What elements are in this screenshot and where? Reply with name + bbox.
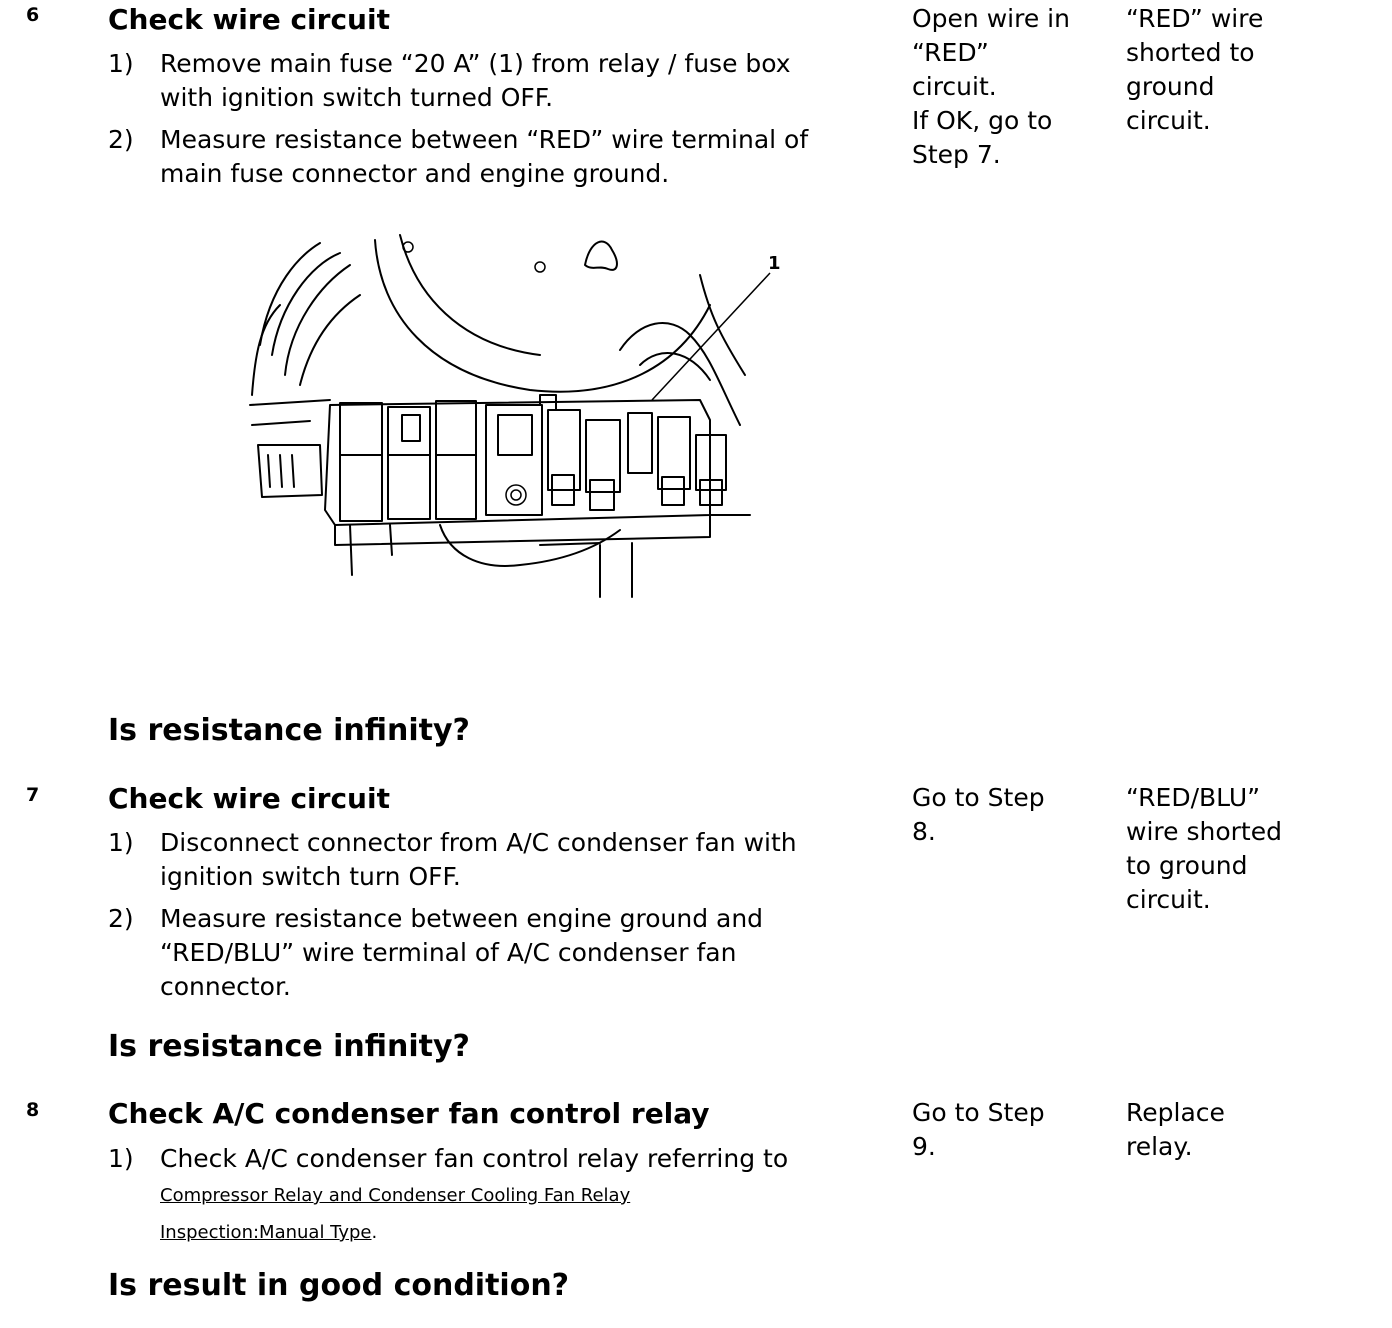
item-number: 1) [108, 1144, 134, 1173]
step-title: Check wire circuit [108, 3, 390, 36]
yes-result-line: Open wire in [912, 4, 1070, 33]
yes-result: Go to Step 9. [912, 1096, 1112, 1164]
no-result-line: wire shorted [1126, 817, 1282, 846]
procedure-item: 1) Check A/C condenser fan control relay… [108, 1142, 898, 1250]
no-result: Replace relay. [1126, 1096, 1346, 1164]
item-number: 1) [108, 828, 134, 857]
yes-result-line: Go to Step [912, 1098, 1045, 1127]
step-title: Check A/C condenser fan control relay [108, 1097, 710, 1130]
item-text-line: Measure resistance between “RED” wire te… [160, 125, 809, 154]
step-question: Is resistance infinity? [108, 713, 470, 748]
item-text-line: Measure resistance between engine ground… [160, 904, 764, 933]
yes-result: Open wire in “RED” circuit. If OK, go to… [912, 2, 1112, 172]
yes-result-line: Go to Step [912, 783, 1045, 812]
step-question: Is resistance infinity? [108, 1029, 470, 1064]
step-number: 6 [26, 4, 40, 26]
yes-result-line: “RED” [912, 38, 989, 67]
item-text-line: with ignition switch turned OFF. [160, 83, 554, 112]
procedure-item: 2) Measure resistance between “RED” wire… [108, 123, 898, 191]
callout-label: 1 [768, 253, 780, 274]
no-result-line: “RED/BLU” [1126, 783, 1261, 812]
reference-link[interactable]: Inspection:Manual Type [160, 1222, 372, 1243]
item-text-line: ignition switch turn OFF. [160, 862, 461, 891]
yes-result-line: circuit. [912, 72, 997, 101]
procedure-item: 1) Disconnect connector from A/C condens… [108, 826, 898, 894]
item-number: 2) [108, 125, 134, 154]
reference-link[interactable]: Compressor Relay and Condenser Cooling F… [160, 1185, 631, 1206]
no-result-line: ground [1126, 72, 1215, 101]
no-result-line: “RED” wire [1126, 4, 1264, 33]
no-result-line: circuit. [1126, 106, 1211, 135]
item-number: 1) [108, 49, 134, 78]
item-text-line: main fuse connector and engine ground. [160, 159, 670, 188]
procedure-item: 2) Measure resistance between engine gro… [108, 902, 898, 1004]
yes-result-line: 9. [912, 1132, 936, 1161]
no-result-line: Replace [1126, 1098, 1225, 1127]
step-number: 8 [26, 1099, 40, 1121]
yes-result-line: 8. [912, 817, 936, 846]
step-question: Is result in good condition? [108, 1268, 570, 1303]
item-text-line: Remove main fuse “20 A” (1) from relay /… [160, 49, 791, 78]
item-text-line: Disconnect connector from A/C condenser … [160, 828, 797, 857]
item-text-line: Check A/C condenser fan control relay re… [160, 1144, 789, 1173]
yes-result-line: If OK, go to [912, 106, 1053, 135]
no-result-line: circuit. [1126, 885, 1211, 914]
step-number: 7 [26, 784, 40, 806]
item-number: 2) [108, 904, 134, 933]
no-result-line: to ground [1126, 851, 1248, 880]
yes-result-line: Step 7. [912, 140, 1001, 169]
item-text-line: “RED/BLU” wire terminal of A/C condenser… [160, 938, 737, 967]
item-text-line: connector. [160, 972, 291, 1001]
procedure-item: 1) Remove main fuse “20 A” (1) from rela… [108, 47, 898, 115]
no-result-line: relay. [1126, 1132, 1193, 1161]
yes-result: Go to Step 8. [912, 781, 1112, 849]
relay-fuse-box-diagram: 1 [249, 234, 780, 598]
no-result: “RED/BLU” wire shorted to ground circuit… [1126, 781, 1346, 917]
link-suffix: . [371, 1222, 378, 1243]
no-result-line: shorted to [1126, 38, 1255, 67]
no-result: “RED” wire shorted to ground circuit. [1126, 2, 1346, 138]
step-title: Check wire circuit [108, 782, 390, 815]
